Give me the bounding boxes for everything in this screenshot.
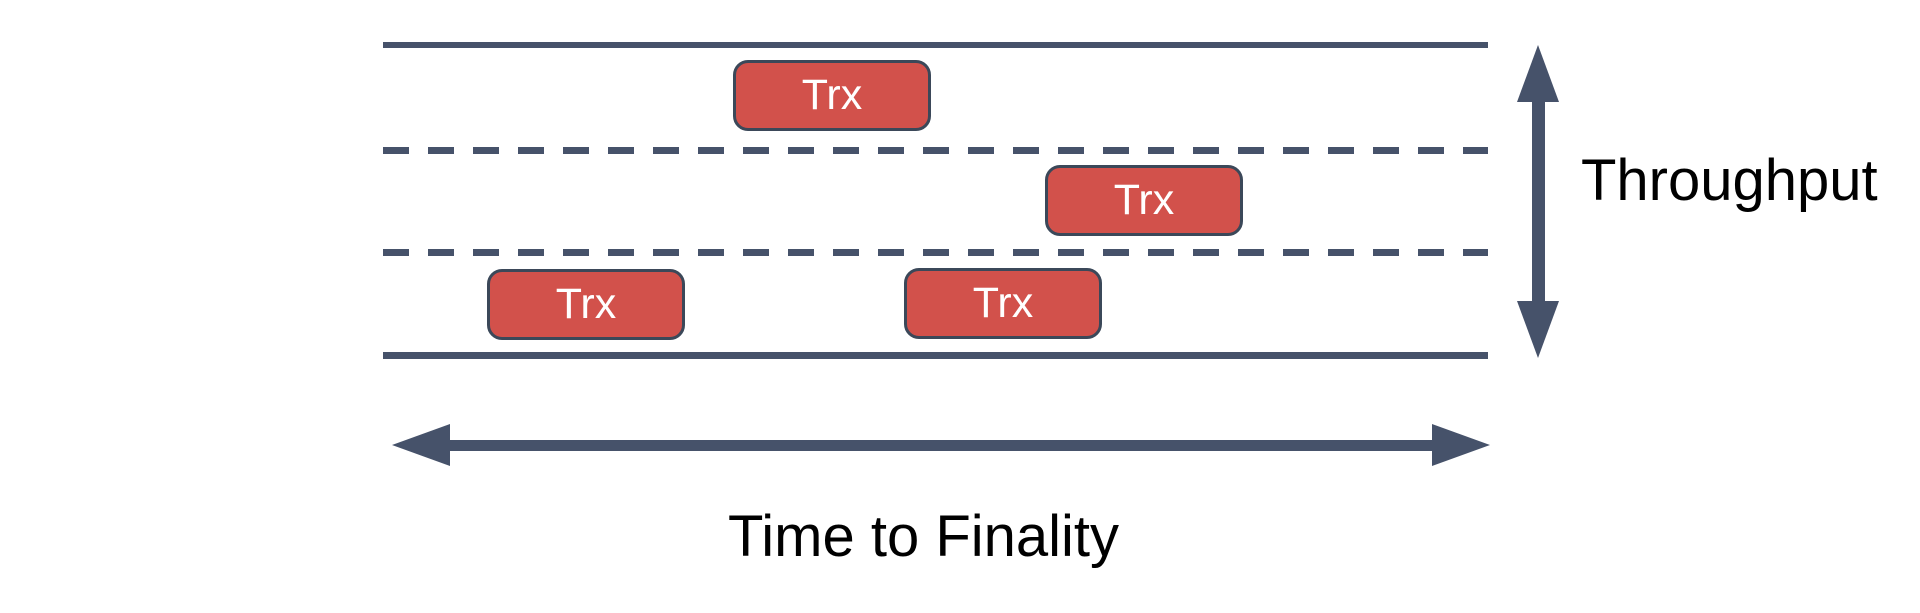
trx-box-label: Trx: [972, 279, 1034, 327]
arrowhead-left-icon: [392, 424, 450, 466]
trx-box-lane3-right: Trx: [904, 268, 1102, 339]
arrowhead-right-icon: [1432, 424, 1490, 466]
trx-box-lane2: Trx: [1045, 165, 1243, 236]
trx-box-lane1: Trx: [733, 60, 931, 131]
trx-box-label: Trx: [555, 280, 617, 328]
arrowhead-up-icon: [1517, 45, 1559, 102]
horizontal-arrow-shaft: [444, 440, 1438, 451]
trx-box-label: Trx: [801, 71, 863, 119]
time-to-finality-axis-label: Time to Finality: [728, 504, 1120, 569]
trx-box-lane3-left: Trx: [487, 269, 685, 340]
vertical-arrow-shaft: [1532, 98, 1545, 310]
arrowhead-down-icon: [1517, 301, 1559, 358]
throughput-axis-label: Throughput: [1581, 148, 1878, 213]
lane-bottom-border-line: [383, 352, 1488, 359]
lane-top-border-line: [383, 42, 1488, 48]
lane-divider-line-2: [383, 249, 1488, 256]
lane-divider-line-1: [383, 147, 1488, 154]
trx-box-label: Trx: [1113, 176, 1175, 224]
